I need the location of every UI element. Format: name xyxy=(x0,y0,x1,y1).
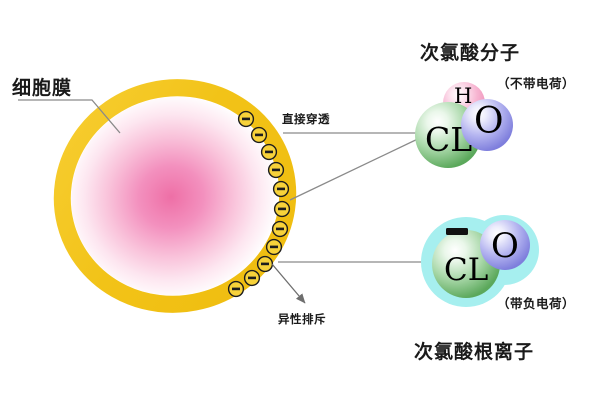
molecule-hypochlorite-ion xyxy=(421,215,539,307)
cell-membrane-leader-line xyxy=(18,99,121,134)
charge-marker xyxy=(237,110,255,128)
cell-membrane-label: 细胞膜 xyxy=(12,77,73,99)
charge-marker xyxy=(250,126,268,144)
charge-marker xyxy=(265,238,283,256)
charge-marker xyxy=(273,200,291,218)
molecule-hypochlorous-acid xyxy=(415,82,513,168)
annotation-direct-penetration: 直接穿透 xyxy=(282,112,330,126)
charge-marker xyxy=(260,143,278,161)
cell-body xyxy=(53,79,297,313)
charge-marker xyxy=(267,161,285,179)
cell-cytoplasm xyxy=(71,96,279,296)
charge-marker xyxy=(227,280,245,298)
atom-sphere-o xyxy=(480,220,530,270)
charge-marker xyxy=(272,180,290,198)
molecule-charge-note-hypochlorite-ion: （带负电荷） xyxy=(497,296,576,311)
repulsion-arrow xyxy=(271,263,306,304)
atom-sphere-o xyxy=(461,99,513,151)
charge-marker xyxy=(256,255,274,273)
charge-marker xyxy=(271,220,289,238)
annotation-repulsion: 异性排斥 xyxy=(278,312,326,326)
molecule-title-hypochlorous-acid: 次氯酸分子 xyxy=(420,42,521,64)
molecule-charge-note-hypochlorous-acid: （不带电荷） xyxy=(497,76,576,91)
negative-charge-sign xyxy=(446,228,468,235)
connector-hclo-lower xyxy=(289,135,425,201)
cell-membrane-ring xyxy=(53,79,297,313)
membrane-charge-markers xyxy=(227,110,291,298)
molecule-title-hypochlorite-ion: 次氯酸根离子 xyxy=(414,341,535,363)
charge-marker xyxy=(243,269,261,287)
